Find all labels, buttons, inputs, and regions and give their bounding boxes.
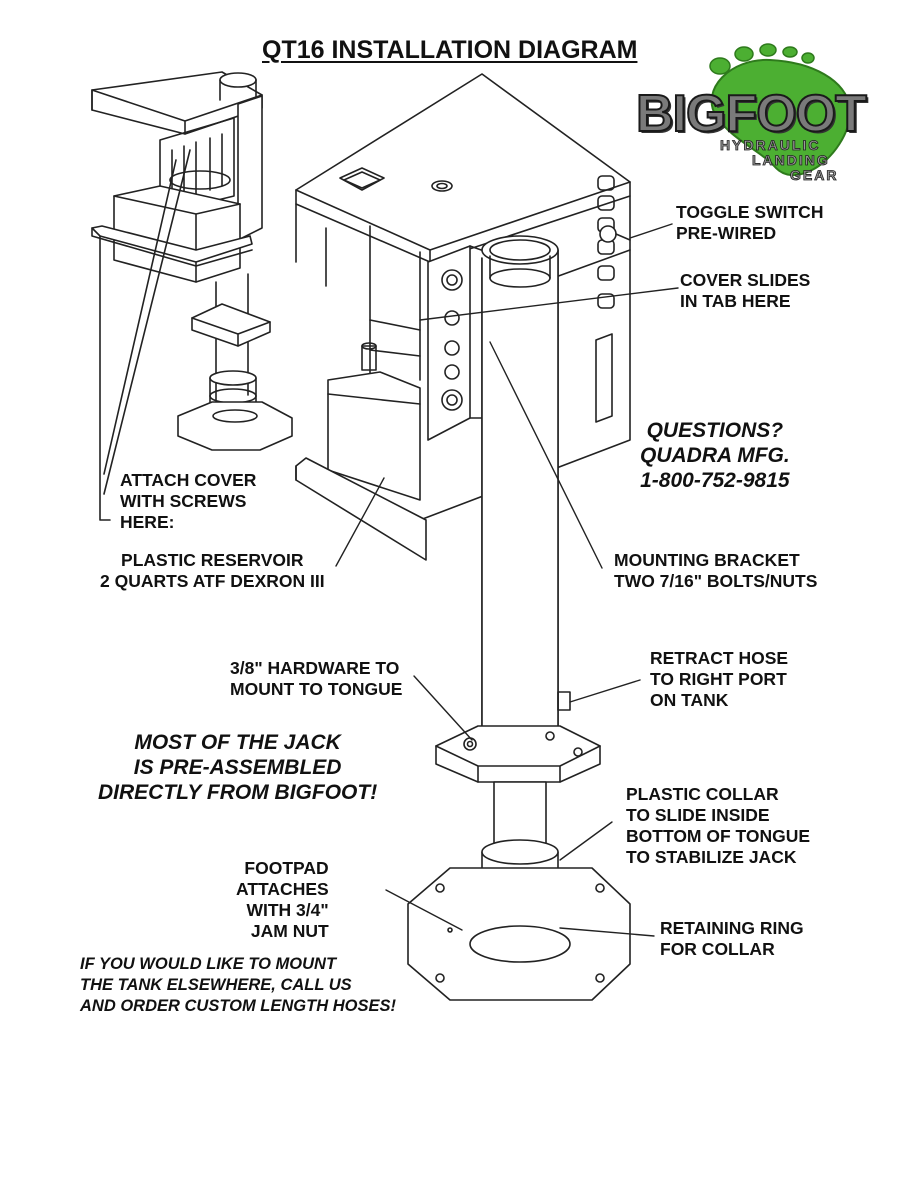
callout-retract-hose: RETRACT HOSE TO RIGHT PORT ON TANK (650, 648, 789, 710)
callout-hardware: 3/8" HARDWARE TO MOUNT TO TONGUE (230, 658, 403, 699)
leader-lines (335, 223, 679, 937)
inset-assembly-drawing (91, 71, 293, 521)
callout-toggle-switch: TOGGLE SWITCH PRE-WIRED (676, 202, 824, 243)
page-title: QT16 INSTALLATION DIAGRAM (262, 36, 638, 64)
callout-questions: QUESTIONS? QUADRA MFG. 1-800-752-9815 (640, 419, 790, 492)
callout-pre-assembled: MOST OF THE JACK IS PRE-ASSEMBLED DIRECT… (98, 731, 378, 804)
callout-footpad: FOOTPAD ATTACHES WITH 3/4" JAM NUT (236, 858, 329, 941)
callout-custom-hoses: IF YOU WOULD LIKE TO MOUNT THE TANK ELSE… (80, 955, 396, 1015)
callout-retaining-ring: RETAINING RING FOR COLLAR (660, 918, 804, 959)
callout-mounting-bracket: MOUNTING BRACKET TWO 7/16" BOLTS/NUTS (614, 550, 818, 591)
callout-attach-cover: ATTACH COVER WITH SCREWS HERE: (120, 470, 257, 532)
logo-line-1: HYDRAULIC (720, 137, 821, 153)
callout-plastic-collar: PLASTIC COLLAR TO SLIDE INSIDE BOTTOM OF… (626, 784, 811, 867)
logo-line-3: GEAR (790, 167, 839, 183)
callout-cover-slides: COVER SLIDES IN TAB HERE (680, 270, 811, 311)
logo-wordmark: BIGFOOT (635, 85, 868, 143)
main-jack-drawing (295, 73, 631, 1001)
callout-plastic-reservoir: PLASTIC RESERVOIR 2 QUARTS ATF DEXRON II… (100, 550, 325, 591)
logo-footprint (709, 43, 852, 176)
logo-line-2: LANDING (752, 152, 830, 168)
